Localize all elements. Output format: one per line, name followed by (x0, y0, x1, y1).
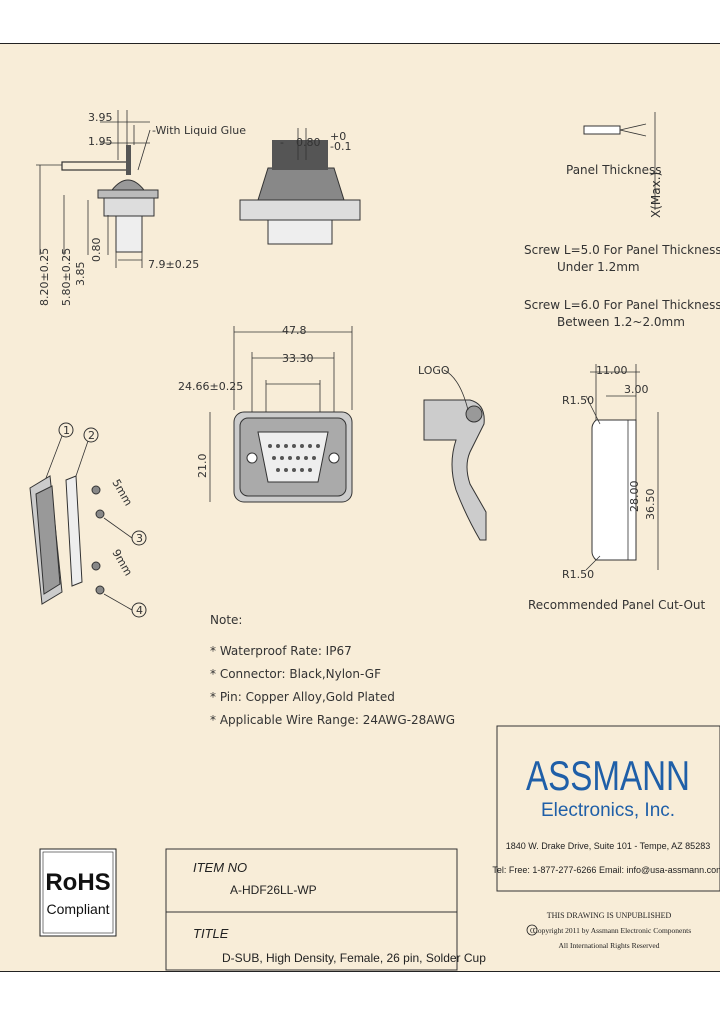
dim-d1: 3.95 (88, 111, 113, 124)
item-no-label: ITEM NO (193, 860, 247, 875)
company-address: 1840 W. Drake Drive, Suite 101 - Tempe, … (506, 841, 710, 851)
panel-cutout (585, 364, 659, 571)
item-no-value: A-HDF26LL-WP (230, 883, 317, 897)
dim-h4: 0.80 (90, 238, 103, 263)
front-view (239, 128, 361, 245)
logo-label: LOGO (418, 364, 450, 377)
callout-5mm: 5mm (109, 477, 134, 508)
note-2: * Connector: Black,Nylon-GF (210, 667, 381, 681)
screw2-line2: Between 1.2~2.0mm (557, 315, 685, 329)
callout-2: 2 (88, 429, 95, 442)
copyright-mark: C (530, 927, 535, 935)
note-4: * Applicable Wire Range: 24AWG-28AWG (210, 713, 455, 727)
dim-w-total: 47.8 (282, 324, 307, 337)
cutout-h2: 36.50 (644, 489, 657, 521)
legal-line-3: All International Rights Reserved (558, 941, 659, 950)
xmax-label: X(Max.) (649, 172, 663, 218)
panel-thickness-label: Panel Thickness (566, 163, 662, 177)
rohs-title: RoHS (45, 869, 110, 896)
logo-detail (423, 369, 487, 541)
legal-line-2: Copyright 2011 by Assmann Electronic Com… (533, 926, 691, 935)
glue-label: -With Liquid Glue (152, 124, 246, 137)
panel-thickness-detail (583, 112, 656, 210)
connector-top-view (209, 326, 353, 503)
title-label: TITLE (193, 926, 229, 941)
pitch-tol-top: +0 (330, 130, 346, 143)
note-1: * Waterproof Rate: IP67 (210, 644, 352, 658)
cutout-h1: 28.00 (628, 481, 641, 513)
dim-d2: 1.95 (88, 135, 113, 148)
company-block (496, 725, 720, 892)
pitch-tol-bot: -0.1 (330, 140, 351, 153)
dim-h2: 5.80±0.25 (60, 248, 73, 306)
title-value: D-SUB, High Density, Female, 26 pin, Sol… (222, 951, 486, 965)
dim-h1: 8.20±0.25 (38, 248, 51, 306)
rohs-badge (39, 848, 117, 937)
exploded-view (29, 422, 147, 618)
company-contact: Tel: Free: 1-877-277-6266 Email: info@us… (492, 865, 720, 875)
cutout-w1: 11.00 (596, 364, 628, 377)
screw1-line2: Under 1.2mm (557, 260, 640, 274)
cutout-r-top: R1.50 (562, 394, 594, 407)
title-block (165, 848, 458, 971)
cutout-w2: 3.00 (624, 383, 649, 396)
dim-w-inner: 24.66±0.25 (178, 380, 243, 393)
company-subtitle: Electronics, Inc. (541, 800, 675, 821)
cutout-r-bot: R1.50 (562, 568, 594, 581)
screw2-line1: Screw L=6.0 For Panel Thickness (524, 298, 720, 312)
dim-w1: 7.9±0.25 (148, 258, 199, 271)
dim-h3: 3.85 (74, 262, 87, 287)
dim-w-mid: 33.30 (282, 352, 314, 365)
company-logo: ASSMANN (526, 752, 690, 799)
side-view (36, 110, 159, 268)
callout-3: 3 (136, 532, 143, 545)
callout-9mm: 9mm (109, 547, 134, 578)
callout-1: 1 (63, 424, 70, 437)
screw1-line1: Screw L=5.0 For Panel Thickness (524, 243, 720, 257)
callout-4: 4 (136, 604, 143, 617)
cutout-caption: Recommended Panel Cut-Out (528, 598, 706, 612)
note-3: * Pin: Copper Alloy,Gold Plated (210, 690, 395, 704)
dim-h-side: 21.0 (196, 454, 209, 479)
notes-title: Note: (210, 613, 242, 627)
legal-line-1: THIS DRAWING IS UNPUBLISHED (547, 911, 672, 920)
rohs-subtitle: Compliant (46, 901, 109, 917)
copyright-icon (526, 924, 538, 936)
